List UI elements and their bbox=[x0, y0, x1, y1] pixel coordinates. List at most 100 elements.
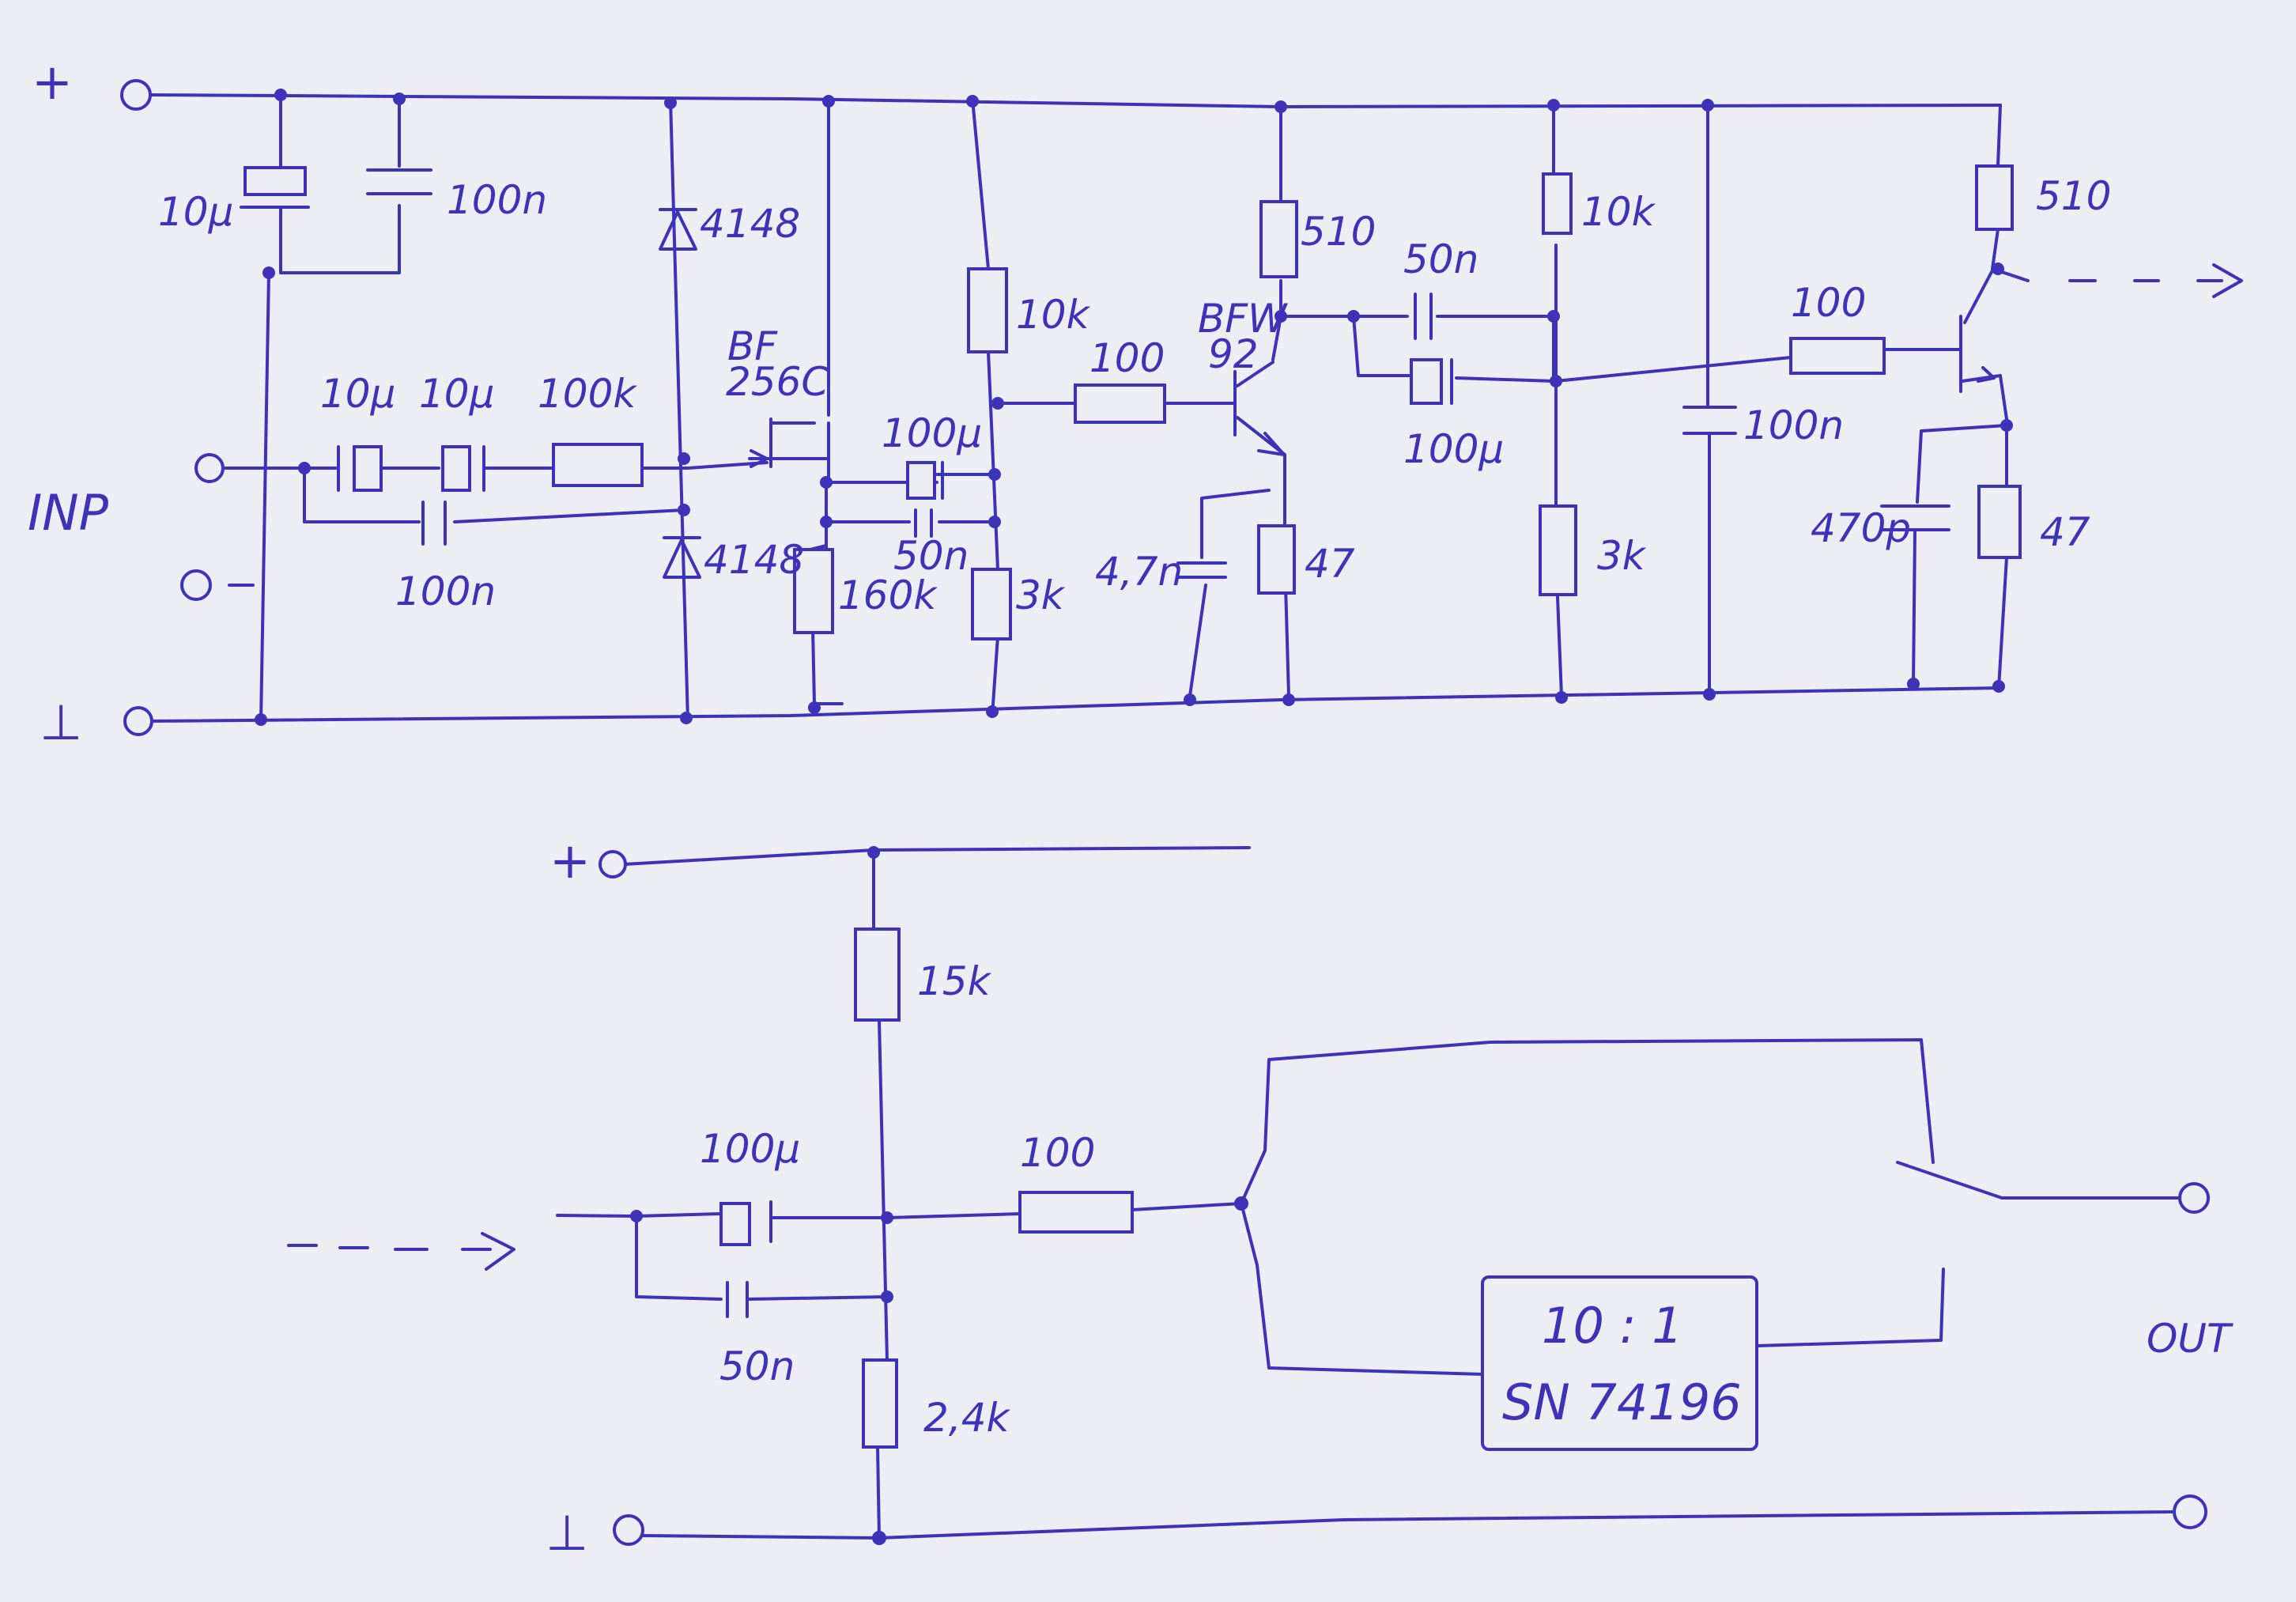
r-base2-label: 100 bbox=[1791, 280, 1866, 326]
c-byp-label: 100n bbox=[1743, 402, 1844, 448]
fet-label-line2: 256C bbox=[726, 359, 829, 405]
r-div-bot-resistor bbox=[1539, 504, 1577, 596]
c-supply-label: 100n bbox=[447, 177, 547, 223]
r-ser-2-label: 100 bbox=[1020, 1130, 1095, 1176]
positive-rail-2 bbox=[623, 846, 1251, 866]
c-in-byp-label: 100n bbox=[395, 569, 496, 614]
bjt2-wires bbox=[1882, 104, 2008, 690]
supply-elko bbox=[244, 166, 307, 196]
divider-ic-box bbox=[1481, 1275, 1758, 1451]
c-emit2-plates bbox=[1880, 504, 1950, 531]
plus-terminal bbox=[120, 79, 152, 111]
d-top-label: 4148 bbox=[700, 201, 800, 247]
c-in-2-elko-label: 100µ bbox=[700, 1126, 800, 1172]
c-supply-elko-label: 10µ bbox=[158, 189, 233, 235]
d-top-diode bbox=[659, 208, 697, 251]
r-emit-label: 47 bbox=[1305, 541, 1355, 587]
output-connection bbox=[1991, 263, 2243, 298]
preamplifier-circuit: + ⊥ INP 10µ 100n 10µ 10µ 100k 100n 4148 … bbox=[28, 53, 2243, 751]
d-bot-label: 4148 bbox=[704, 537, 804, 583]
decoupling-wires bbox=[259, 93, 401, 723]
c-in-byp-plates bbox=[421, 501, 447, 546]
r-gate-resistor bbox=[793, 548, 834, 634]
r-top-2-label: 15k bbox=[917, 958, 992, 1004]
c-cpl-elko-label: 100µ bbox=[1403, 426, 1504, 472]
r-bias-bot-resistor bbox=[971, 568, 1012, 640]
c-fet-label: 50n bbox=[893, 533, 969, 579]
c-in2-label: 10µ bbox=[419, 371, 494, 417]
bias-divider-wire bbox=[971, 97, 1235, 717]
r-coll2-label: 510 bbox=[2036, 173, 2111, 219]
r-div-top-resistor bbox=[1542, 172, 1573, 235]
r-gate-label: 160k bbox=[838, 572, 938, 618]
ground-label: ⊥ bbox=[40, 693, 82, 751]
ground-rail-2 bbox=[639, 1510, 2176, 1540]
plus-label-2: + bbox=[549, 832, 591, 890]
input-ground-terminal bbox=[180, 569, 212, 601]
r-emit2-resistor bbox=[1977, 485, 2022, 559]
r-bot-2-resistor bbox=[862, 1358, 898, 1449]
output-label: OUT bbox=[2147, 1316, 2234, 1362]
c-cpl-label: 50n bbox=[1403, 236, 1478, 282]
plus-label: + bbox=[32, 53, 73, 111]
divider-ic-label: SN 74196 bbox=[1502, 1373, 1742, 1431]
bypass-wire bbox=[1706, 104, 1711, 697]
input-signal-wire bbox=[224, 461, 768, 523]
ground-terminal bbox=[123, 706, 153, 736]
c-in2-elko bbox=[441, 445, 471, 492]
divider-wire-2 bbox=[872, 848, 889, 1540]
diode-column-wire bbox=[669, 97, 689, 723]
ground-rail bbox=[149, 686, 2002, 723]
r-emit-resistor bbox=[1257, 524, 1296, 595]
selector-switch bbox=[1896, 1161, 2180, 1200]
r-in-label: 100k bbox=[538, 371, 637, 417]
bjt1-wires bbox=[1188, 105, 1290, 697]
output-ground-terminal bbox=[2173, 1494, 2207, 1529]
r-base2-resistor bbox=[1789, 337, 1886, 375]
c-byp-plates bbox=[1682, 406, 1737, 435]
c-in-2-label: 50n bbox=[719, 1343, 795, 1389]
ground-terminal-2 bbox=[613, 1514, 644, 1546]
output-stage-circuit: + ⊥ 15k 100µ 50n 2,4k 100 10 : 1 SN 7419… bbox=[287, 832, 2234, 1562]
r-div-top-label: 10k bbox=[1581, 189, 1656, 235]
positive-rail bbox=[149, 93, 2002, 108]
fet-gate-arrow bbox=[750, 449, 768, 468]
r-base-label: 100 bbox=[1089, 335, 1165, 381]
r-coll-label: 510 bbox=[1301, 209, 1376, 255]
bjt1-label-line2: 92 bbox=[1208, 331, 1259, 377]
r-bias-top-label: 10k bbox=[1016, 292, 1091, 338]
c-in1-label: 10µ bbox=[320, 371, 395, 417]
c-emit-label: 4,7n bbox=[1095, 549, 1183, 595]
bjt1-emitter-arrow bbox=[1257, 432, 1286, 456]
plus-terminal-2 bbox=[599, 850, 627, 878]
r-bias-top-resistor bbox=[967, 267, 1008, 353]
junction-dots-2 bbox=[630, 846, 1248, 1545]
input-terminal bbox=[194, 453, 225, 483]
d-bot-diode bbox=[663, 536, 701, 579]
r-base-resistor bbox=[1074, 383, 1166, 424]
branch-wires-2 bbox=[1240, 1038, 1945, 1376]
c-in-2-plates bbox=[726, 1281, 749, 1318]
r-div-bot-label: 3k bbox=[1597, 533, 1647, 579]
c-fet-elko-label: 100µ bbox=[882, 410, 982, 456]
c-emit2-label: 470p bbox=[1811, 505, 1911, 551]
bjt1-label-line1: BFW bbox=[1198, 296, 1288, 342]
input-arrow-2 bbox=[287, 1232, 515, 1271]
input-label: INP bbox=[28, 484, 109, 542]
c-fet-elko bbox=[906, 461, 936, 500]
c-cpl-elko bbox=[1410, 358, 1443, 405]
r-top-2-resistor bbox=[854, 928, 901, 1022]
bjt2-emitter-arrow bbox=[1977, 366, 1996, 383]
r-emit2-label: 47 bbox=[2040, 509, 2090, 555]
c-fet-plates bbox=[914, 508, 933, 538]
fet-label-line1: BF bbox=[727, 323, 778, 369]
divider-ratio-label: 10 : 1 bbox=[1542, 1297, 1683, 1355]
r-coll2-resistor bbox=[1975, 164, 2014, 231]
r-coll-resistor bbox=[1259, 200, 1298, 278]
output-terminal bbox=[2178, 1182, 2210, 1214]
r-in-resistor bbox=[552, 443, 644, 487]
supply-cap-plates bbox=[366, 168, 432, 195]
c-emit-plates bbox=[1176, 561, 1227, 579]
r-bias-bot-label: 3k bbox=[1016, 572, 1066, 618]
